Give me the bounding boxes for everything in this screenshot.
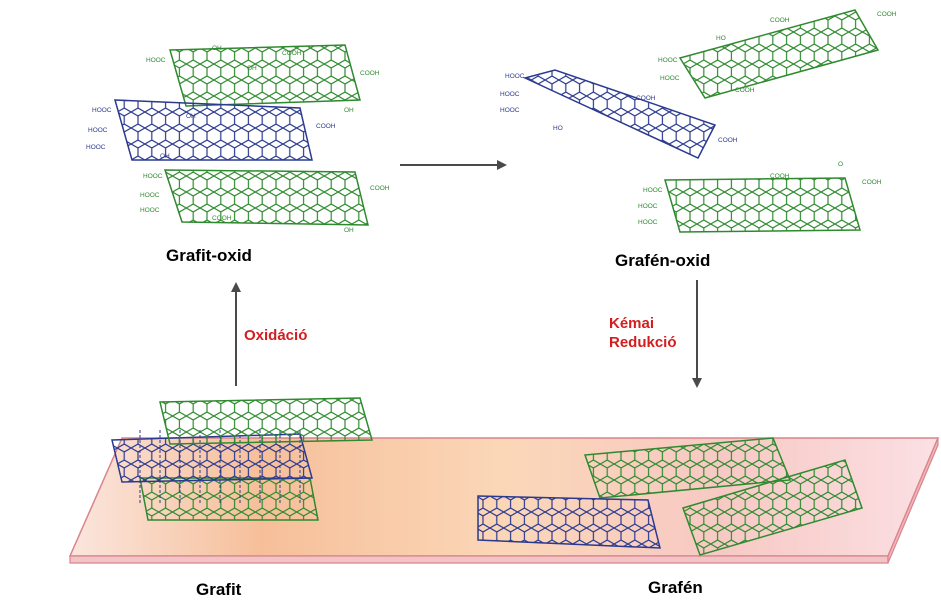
graphite-stack — [111, 397, 373, 521]
group-label: COOH — [877, 11, 897, 18]
group-label: HO — [553, 125, 563, 132]
label-graphene-oxide: Grafén-oxid — [615, 251, 711, 270]
gro-sheet-green-bottom: HOOC HOOC HOOC COOH COOH O — [638, 161, 882, 233]
label-graphene: Grafén — [648, 578, 703, 597]
group-label: COOH — [770, 173, 790, 180]
group-label: O — [838, 161, 843, 168]
group-label: COOH — [862, 179, 882, 186]
group-label: HOOC — [500, 91, 520, 98]
group-label: COOH — [316, 123, 336, 130]
gro-sheet-blue: HOOC HOOC HOOC COOH COOH HO — [500, 69, 738, 159]
label-reduction-line2: Redukció — [609, 334, 677, 351]
label-graphite-oxide: Grafit-oxid — [166, 246, 252, 265]
go-sheet-middle: HOOC HOOC HOOC COOH OH OH — [86, 99, 336, 161]
graphite-oxide-stack: HOOC COOH OH COOH OH OH HOOC HOOC HOOC C… — [86, 44, 390, 234]
graphene-sheets — [477, 437, 863, 556]
group-label: COOH — [735, 87, 755, 94]
group-label: HOOC — [92, 107, 112, 114]
group-label: HOOC — [140, 207, 160, 214]
label-graphite: Grafit — [196, 580, 242, 599]
group-label: HOOC — [140, 192, 160, 199]
group-label: OH — [344, 227, 354, 234]
graphene-oxide-sheets: HOOC HOOC COOH COOH COOH HO HOOC HOOC HO… — [500, 9, 897, 233]
group-label: COOH — [636, 95, 656, 102]
go-sheet-bottom: HOOC HOOC HOOC COOH COOH OH — [140, 169, 390, 234]
group-label: HOOC — [143, 173, 163, 180]
group-label: HOOC — [86, 144, 106, 151]
group-label: COOH — [718, 137, 738, 144]
label-oxidation: Oxidáció — [244, 327, 308, 344]
group-label: COOH — [770, 17, 790, 24]
label-reduction-line1: Kémai — [609, 315, 655, 332]
group-label: COOH — [360, 70, 380, 77]
group-label: HO — [716, 35, 726, 42]
group-label: HOOC — [500, 107, 520, 114]
gro-sheet-green-top: HOOC HOOC COOH COOH COOH HO — [658, 9, 897, 99]
group-label: OH — [247, 65, 257, 72]
group-label: HOOC — [638, 219, 658, 226]
group-label: HOOC — [505, 73, 525, 80]
group-label: COOH — [282, 50, 302, 57]
group-label: HOOC — [638, 203, 658, 210]
group-label: OH — [212, 45, 222, 52]
group-label: HOOC — [88, 127, 108, 134]
go-sheet-top: HOOC COOH OH COOH OH OH — [146, 44, 380, 114]
group-label: OH — [186, 113, 196, 120]
group-label: HOOC — [658, 57, 678, 64]
group-label: HOOC — [660, 75, 680, 82]
group-label: HOOC — [146, 57, 166, 64]
group-label: COOH — [212, 215, 232, 222]
group-label: OH — [160, 153, 170, 160]
group-label: OH — [344, 107, 354, 114]
group-label: COOH — [370, 185, 390, 192]
group-label: HOOC — [643, 187, 663, 194]
